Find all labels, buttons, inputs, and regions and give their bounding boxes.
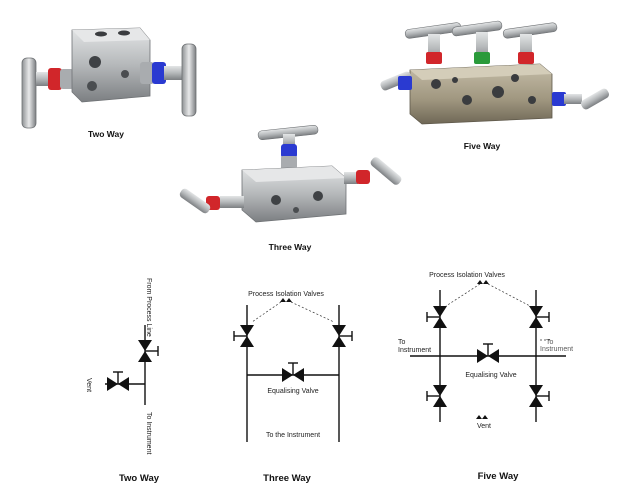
three-way-equalising-valve-label: Equalising Valve <box>267 388 318 395</box>
three-way-manifold-photo <box>179 124 402 223</box>
five-way-schematic-caption: Five Way <box>478 471 520 482</box>
three-way-pointer-arrowhead <box>286 298 292 302</box>
five-way-upper-right-isolation-valve-symbol <box>528 305 550 329</box>
two-way-from-process-line-label: From Process Line <box>145 278 152 337</box>
five-way-pointer-arrowhead <box>483 280 489 284</box>
three-way-pointer-arrowhead <box>280 298 286 302</box>
three-way-photo-label: Three Way <box>269 242 312 252</box>
three-way-label-pointer <box>251 301 335 323</box>
two-way-manifold-photo <box>21 27 197 129</box>
three-way-equalising-valve-symbol <box>281 362 305 383</box>
five-way-vent-pointer <box>476 415 488 419</box>
five-way-upper-left-isolation-valve-symbol <box>426 305 448 329</box>
three-way-left-isolation-valve-symbol <box>233 324 255 348</box>
five-way-label-pointer <box>445 283 550 341</box>
three-way-process-isolation-valves-label: Process Isolation Valves <box>248 291 324 298</box>
two-way-vent-label: Vent <box>85 378 92 392</box>
two-way-isolation-valve-symbol <box>137 339 159 363</box>
three-way-right-isolation-valve-symbol <box>331 324 353 348</box>
five-way-photo-label: Five Way <box>464 141 501 151</box>
five-way-process-isolation-valves-label: Process Isolation Valves <box>429 272 505 279</box>
five-way-vent-label: Vent <box>477 423 491 430</box>
two-way-schematic-caption: Two Way <box>119 473 160 484</box>
five-way-to-instrument-left-line1: To <box>398 339 406 346</box>
three-way-to-the-instrument-label: To the Instrument <box>266 432 320 439</box>
five-way-lower-left-vent-valve-symbol <box>426 384 448 408</box>
five-way-to-instrument-right-line1: To <box>546 339 554 346</box>
two-way-vent-valve-symbol <box>106 371 130 392</box>
five-way-lower-right-vent-valve-symbol <box>528 384 550 408</box>
two-way-to-instrument-label: To Instrument <box>145 412 152 454</box>
five-way-equalising-valve-label: Equalising Valve <box>465 372 516 379</box>
two-way-photo-label: Two Way <box>88 129 124 139</box>
two-way-schematic <box>105 325 146 405</box>
five-way-pointer-arrowhead <box>477 280 483 284</box>
five-way-equalising-valve-symbol <box>476 343 500 364</box>
five-way-manifold-photo <box>380 20 610 125</box>
five-way-to-instrument-right-line2: Instrument <box>540 346 573 353</box>
three-way-schematic-caption: Three Way <box>263 473 311 484</box>
five-way-to-instrument-left-line2: Instrument <box>398 347 431 354</box>
